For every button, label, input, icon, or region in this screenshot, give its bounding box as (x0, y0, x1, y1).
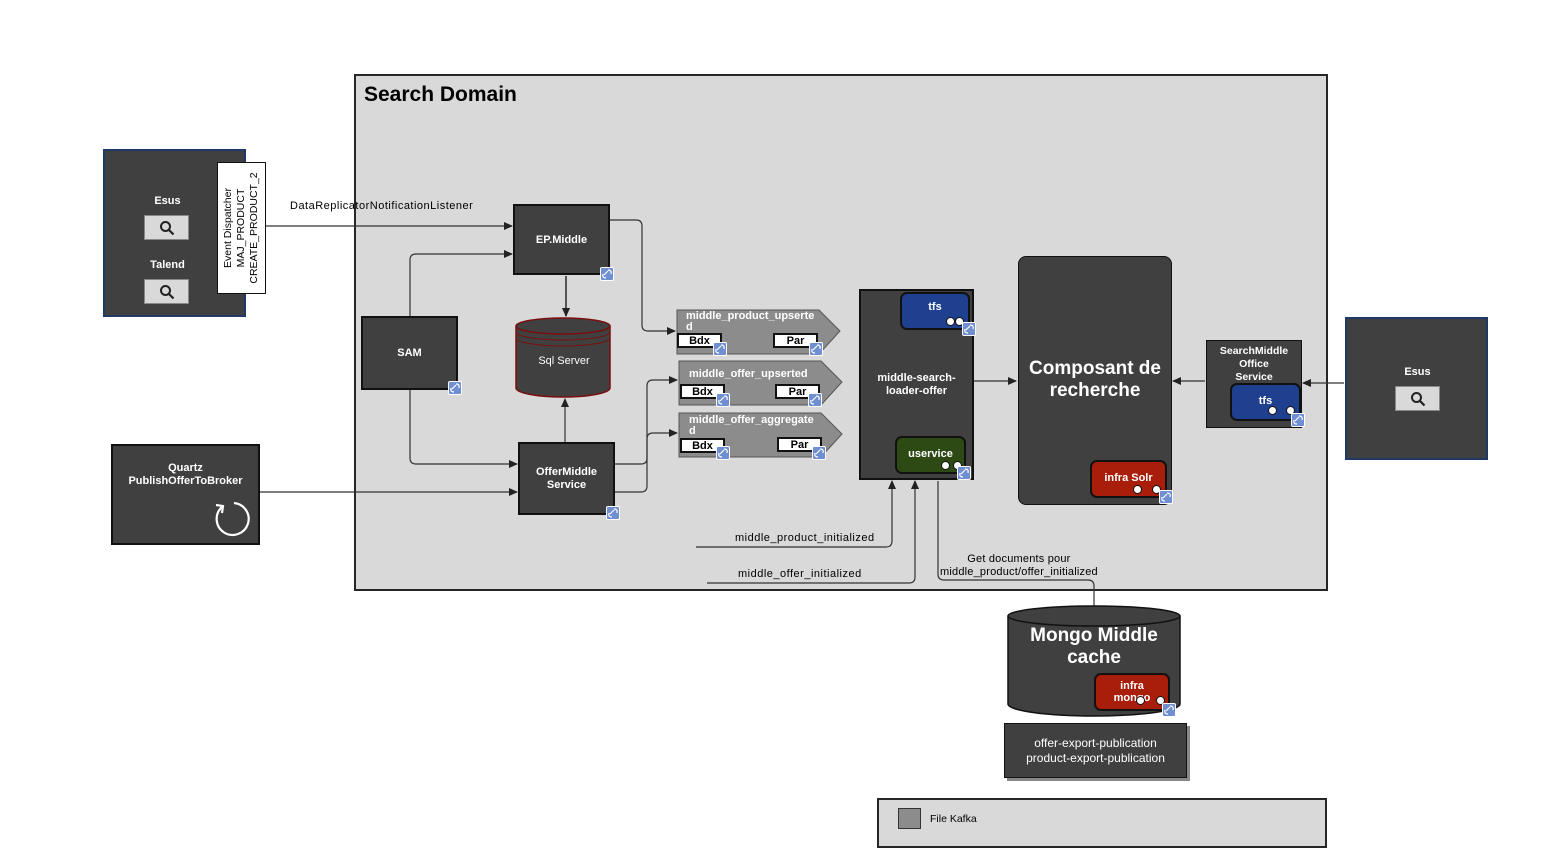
edge-offermiddle-to-upserted (615, 376, 678, 465)
port-dot (1133, 485, 1142, 494)
link-icon[interactable] (808, 393, 822, 407)
edge-label-product-initialized: middle_product_initialized (735, 532, 875, 544)
edge-label-offer-initialized: middle_offer_initialized (738, 568, 862, 580)
edge-loader-to-mongo (937, 481, 1098, 617)
link-icon[interactable] (1162, 703, 1176, 717)
composant-label: Composant de recherche (1029, 358, 1161, 401)
link-icon[interactable] (713, 342, 727, 356)
legend-kafka-swatch (898, 808, 921, 829)
link-icon[interactable] (448, 381, 462, 395)
sam-label: SAM (397, 347, 422, 359)
kafka-tag-bdx: Bdx (680, 384, 725, 399)
search-middle-label: SearchMiddle Office Service (1219, 345, 1289, 383)
link-icon[interactable] (1291, 413, 1305, 427)
infra-mongo-component: infra mongo (1094, 673, 1170, 711)
legend-label: File Kafka (930, 813, 977, 825)
kafka-topic-offer-upserted-title: middle_offer_upserted (689, 368, 808, 380)
link-icon[interactable] (716, 446, 730, 460)
link-icon[interactable] (809, 342, 823, 356)
ep-middle-label: EP.Middle (535, 233, 588, 246)
link-icon[interactable] (812, 446, 826, 460)
infra-solr-component: infra Solr (1090, 460, 1167, 498)
kafka-tag-bdx: Bdx (680, 438, 725, 453)
kafka-tag-bdx: Bdx (677, 333, 722, 348)
port-dot (1286, 406, 1295, 415)
esus-right-search-button[interactable] (1395, 386, 1440, 411)
quartz-label: Quartz PublishOfferToBroker (128, 462, 243, 487)
offer-middle-node: OfferMiddle Service (518, 442, 615, 515)
edge-sam-to-epmiddle (409, 250, 513, 316)
kafka-topic-product-title: middle_product_upserte d (686, 310, 815, 333)
edge-sam-to-offermiddle (409, 390, 518, 468)
legend-box (877, 798, 1327, 848)
sql-server-cylinder (515, 317, 611, 398)
port-dot (1268, 406, 1277, 415)
link-icon[interactable] (957, 466, 971, 480)
port-dot (946, 317, 955, 326)
port-dot (1136, 696, 1145, 705)
link-icon[interactable] (1159, 490, 1173, 504)
kafka-tag-par: Par (775, 384, 820, 399)
mongo-label: Mongo Middle cache (1030, 625, 1158, 668)
port-dot (955, 317, 964, 326)
edge-epmiddle-to-product-topic (610, 219, 676, 335)
edge-label-data-replicator: DataReplicatorNotificationListener (290, 200, 474, 212)
port-dot (941, 461, 950, 470)
kafka-tag-par: Par (777, 437, 822, 452)
link-icon[interactable] (600, 267, 614, 281)
port-dot (1156, 696, 1165, 705)
kafka-topic-offer-aggregated-title: middle_offer_aggregate d (689, 414, 814, 437)
edge-label-get-documents: Get documents pour middle_product/offer_… (940, 553, 1098, 578)
event-dispatcher-text: Event Dispatcher MAJ_PRODUCT CREATE_PROD… (222, 172, 260, 283)
esus-label: Esus (154, 195, 181, 207)
port-dot (1152, 485, 1161, 494)
talend-search-button[interactable] (144, 279, 189, 304)
link-icon[interactable] (716, 393, 730, 407)
search-icon (159, 220, 174, 235)
kafka-tag-par: Par (773, 333, 818, 348)
domain-title: Search Domain (364, 83, 517, 106)
edge-offermiddle-to-aggregated (615, 429, 678, 493)
esus-right-label: Esus (1404, 366, 1431, 378)
sql-server-label: Sql Server (538, 355, 590, 367)
edge-product-initialized (696, 480, 896, 548)
talend-label: Talend (150, 259, 185, 271)
search-icon (1410, 391, 1425, 406)
cycle-icon (215, 501, 250, 537)
link-icon[interactable] (606, 506, 620, 520)
mongo-topics-box: offer-export-publication product-export-… (1004, 723, 1187, 778)
link-icon[interactable] (962, 322, 976, 336)
svg-text:Event Dispatcher: Event Dispatcher (222, 188, 234, 268)
quartz-node (111, 444, 260, 545)
event-dispatcher-box (217, 162, 266, 294)
search-icon (159, 284, 174, 299)
esus-search-button[interactable] (144, 215, 189, 240)
svg-text:CREATE_PRODUCT_2: CREATE_PRODUCT_2 (248, 172, 260, 283)
edge-offer-initialized (707, 480, 919, 584)
sam-node: SAM (361, 316, 458, 390)
ep-middle-node: EP.Middle (513, 204, 610, 275)
svg-text:MAJ_PRODUCT: MAJ_PRODUCT (235, 188, 247, 267)
